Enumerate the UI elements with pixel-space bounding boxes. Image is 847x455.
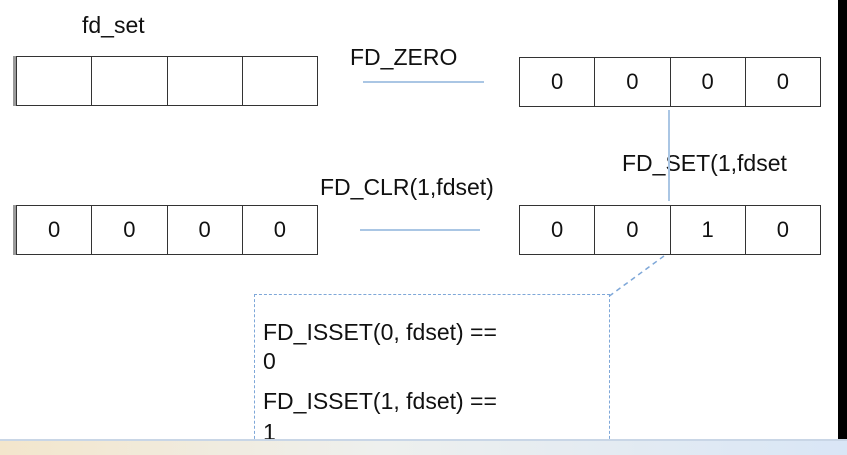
- fd-set-zeroed-cell: 0: [520, 58, 596, 106]
- fd-set-after-clr-cell: 0: [17, 206, 93, 254]
- fd-set-after-set-cell: 1: [671, 206, 746, 254]
- fd-set-after-set-cell: 0: [776, 217, 789, 242]
- fd-set-after-set-cell: 0: [595, 206, 671, 254]
- fd-set-after-clr-cell: 0: [92, 206, 168, 254]
- fd-set-op-label: FD_SET(1,fdset: [622, 150, 787, 176]
- fd-isset-line-2: 0: [263, 348, 276, 374]
- fd-zero-label: FD_ZERO: [350, 44, 458, 70]
- fd-set-zeroed-cell: 0: [671, 58, 746, 106]
- fd-set-empty-cell: [168, 57, 243, 105]
- fd-set-empty-box: [16, 56, 318, 106]
- fd-isset-note: FD_ISSET(0, fdset) == 0 FD_ISSET(1, fdse…: [254, 294, 610, 444]
- bottom-band: [0, 439, 847, 455]
- fd-clr-label: FD_CLR(1,fdset): [320, 174, 494, 200]
- fd-set-empty-cell: [243, 57, 317, 105]
- fd-isset-line-1: FD_ISSET(0, fdset) ==: [263, 319, 497, 345]
- right-edge-bar: [838, 0, 847, 455]
- fd-set-after-clr-cell: 0: [168, 206, 243, 254]
- fd-set-zeroed-cell: 0: [595, 58, 671, 106]
- fd-set-zeroed-cell: 0: [776, 69, 789, 94]
- fd-set-empty-cell: [92, 57, 168, 105]
- fd-isset-line-4: 1: [263, 419, 276, 444]
- fd-set-after-set-cell: 0: [520, 206, 596, 254]
- fd-set-label: fd_set: [82, 12, 145, 38]
- fd-set-empty-cell: [17, 57, 93, 105]
- fd-set-after-clr-cell: 0: [273, 217, 286, 242]
- fd-isset-line-3: FD_ISSET(1, fdset) ==: [263, 388, 497, 414]
- isset-callout-line: [607, 255, 665, 298]
- fd-set-after-clr-box: 0 0 0 0: [16, 205, 318, 255]
- fd-set-after-set-box: 0 0 1 0: [519, 205, 821, 255]
- fd-set-zeroed-box: 0 0 0 0: [519, 57, 821, 107]
